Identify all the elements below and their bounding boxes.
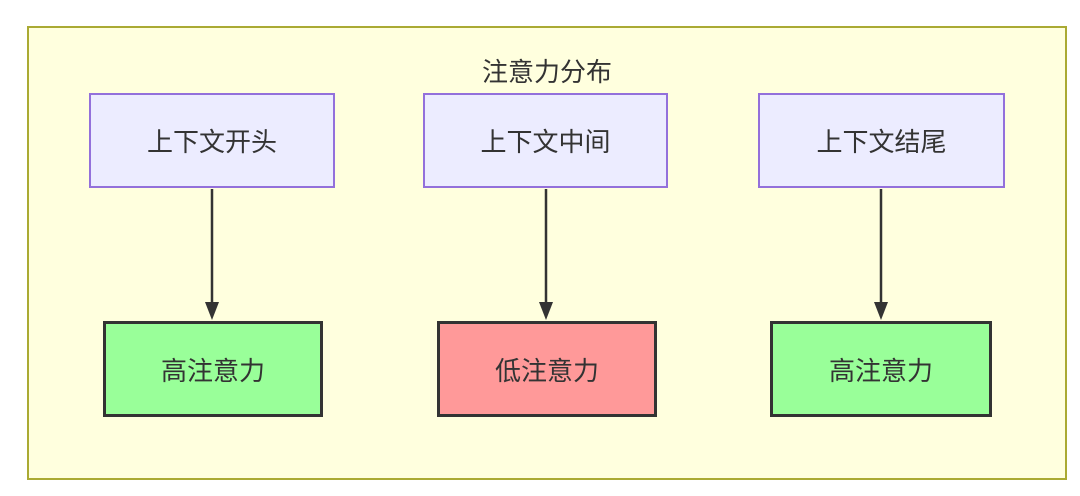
node-context-end: 上下文结尾: [758, 93, 1005, 188]
node-high-attention-left: 高注意力: [103, 321, 323, 417]
node-context-end-label: 上下文结尾: [816, 127, 947, 157]
node-low-attention-middle: 低注意力: [437, 321, 657, 417]
node-context-middle-label: 上下文中间: [480, 127, 611, 157]
node-context-middle: 上下文中间: [423, 93, 668, 188]
node-high-attention-right: 高注意力: [770, 321, 992, 417]
node-high-attention-right-label: 高注意力: [828, 355, 933, 386]
node-context-start-label: 上下文开头: [146, 127, 277, 157]
node-high-attention-left-label: 高注意力: [160, 355, 265, 386]
node-context-start: 上下文开头: [89, 93, 335, 188]
diagram-title: 注意力分布: [481, 57, 612, 87]
node-low-attention-middle-label: 低注意力: [494, 355, 599, 386]
